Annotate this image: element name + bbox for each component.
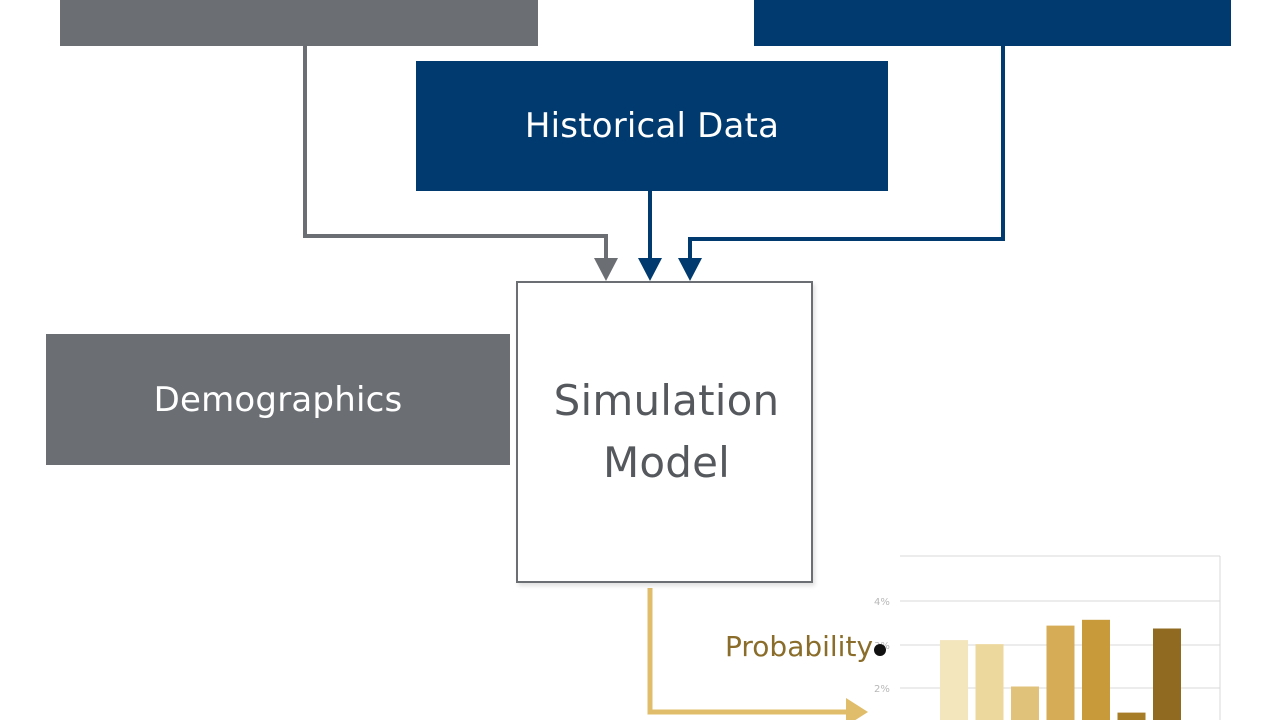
y-tick-label: 2% [874, 684, 890, 695]
probability-label: Probability [725, 630, 874, 663]
y-tick-label: 4% [874, 597, 890, 608]
arrowhead-gold [846, 698, 868, 720]
chart-bars [940, 619, 1181, 720]
demographics-box: Demographics [46, 334, 510, 465]
arrowhead-navy-center [638, 258, 662, 281]
historical-data-box: Historical Data [416, 61, 888, 191]
connector-top-right [688, 46, 1005, 262]
chart-bar [1117, 712, 1146, 720]
top-left-input-box [60, 0, 538, 46]
arrowhead-navy-right [678, 258, 702, 281]
chart-bar [1046, 625, 1075, 720]
chart-marker-dot [874, 644, 886, 656]
probability-chart: 4%3%2% [874, 555, 1221, 720]
chart-bar [1082, 619, 1110, 720]
chart-bar [940, 640, 968, 720]
connector-output [647, 588, 850, 715]
demographics-label: Demographics [153, 379, 403, 420]
chart-bar [1153, 628, 1181, 720]
connector-top-left [303, 46, 608, 262]
chart-bar [1011, 686, 1039, 720]
chart-bar [975, 644, 1004, 720]
arrowhead-gray [594, 258, 618, 281]
historical-data-label: Historical Data [524, 106, 780, 146]
top-right-input-box [754, 0, 1231, 46]
